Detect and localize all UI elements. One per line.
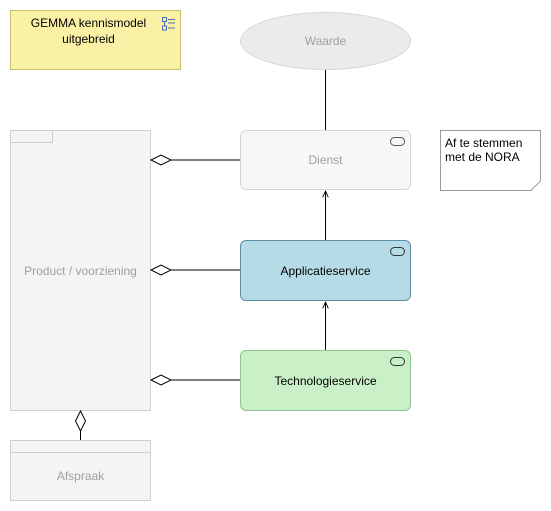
application-service[interactable]: Applicatieservice — [240, 240, 411, 301]
technologieservice-label: Technologieservice — [274, 373, 377, 388]
aggregation-product-applicatieservice — [149, 264, 240, 276]
business-service-dienst[interactable]: Dienst — [240, 130, 411, 190]
contract-element-afspraak[interactable]: Afspraak — [10, 440, 151, 501]
value-label: Waarde — [304, 34, 347, 48]
aggregation-product-afspraak — [74, 409, 87, 440]
contract-band — [11, 441, 150, 453]
technology-service[interactable]: Technologieservice — [240, 350, 411, 411]
nora-note[interactable]: Af te stemmen met de NORA — [440, 130, 541, 191]
service-icon — [390, 247, 405, 256]
note-text: Af te stemmen met de NORA — [445, 136, 523, 164]
service-icon — [390, 357, 405, 366]
contract-label: Afspraak — [56, 468, 105, 483]
diagram-title: GEMMA kennismodel uitgebreid — [30, 16, 147, 46]
applicatieservice-label: Applicatieservice — [280, 263, 371, 278]
service-icon — [390, 137, 405, 146]
aggregation-product-technologieservice — [149, 374, 240, 386]
note-shape — [440, 130, 541, 191]
dienst-label: Dienst — [308, 153, 343, 167]
product-label: Product / voorziening — [24, 263, 137, 278]
product-element[interactable]: Product / voorziening — [10, 130, 151, 411]
diagram-title-note[interactable]: GEMMA kennismodel uitgebreid — [10, 10, 181, 70]
value-element-waarde[interactable]: Waarde — [240, 12, 411, 70]
aggregation-product-dienst — [149, 154, 240, 166]
product-tab — [11, 131, 53, 143]
model-view-icon — [162, 17, 175, 31]
